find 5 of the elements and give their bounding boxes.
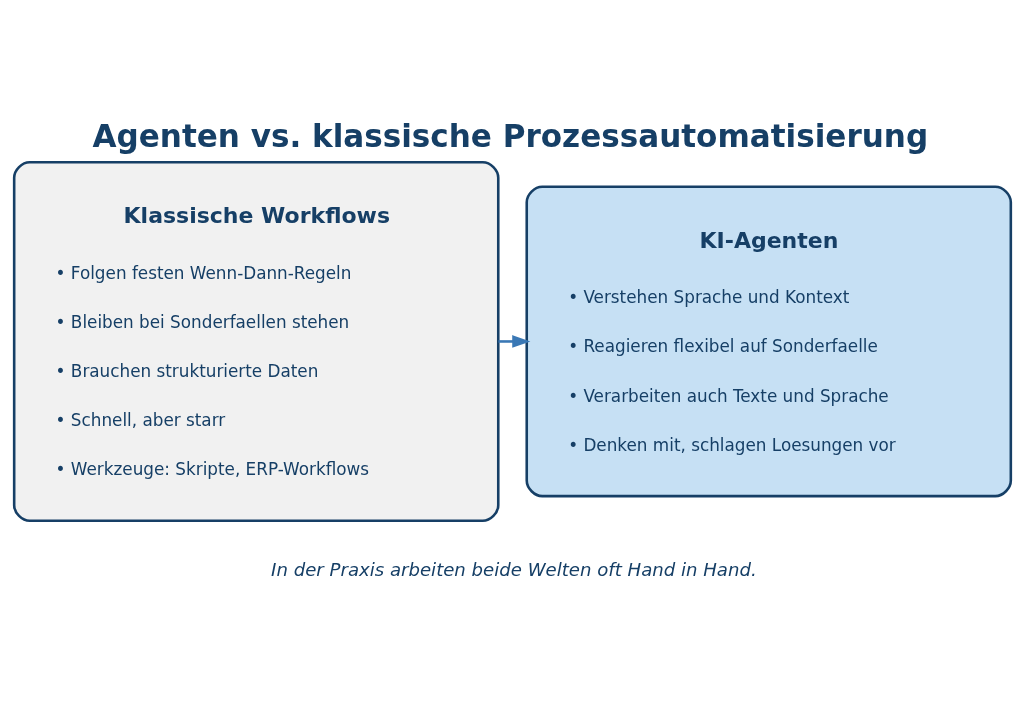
caption: In der Praxis arbeiten beide Welten oft Hand in Hand. — [270, 558, 757, 580]
node-box: Klassische Workflows • Folgen festen Wenn-Dann-Regeln • Bleiben bei Sonderfaellen stehen • Brauchen strukturierte Daten • Schnell, aber starr • Werkzeuge: Skripte, ERP-Workflows — [12, 160, 500, 522]
arrow — [498, 334, 530, 348]
diagram-title: Agenten vs. klassische Prozessautomatisierung — [91, 117, 928, 154]
node-box: KI-Agenten • Verstehen Sprache und Kontext • Reagieren flexibel auf Sonderfaelle • Verarbeiten auch Texte und Sprache • Denken mit, schlagen Loesungen vor — [524, 185, 1012, 497]
